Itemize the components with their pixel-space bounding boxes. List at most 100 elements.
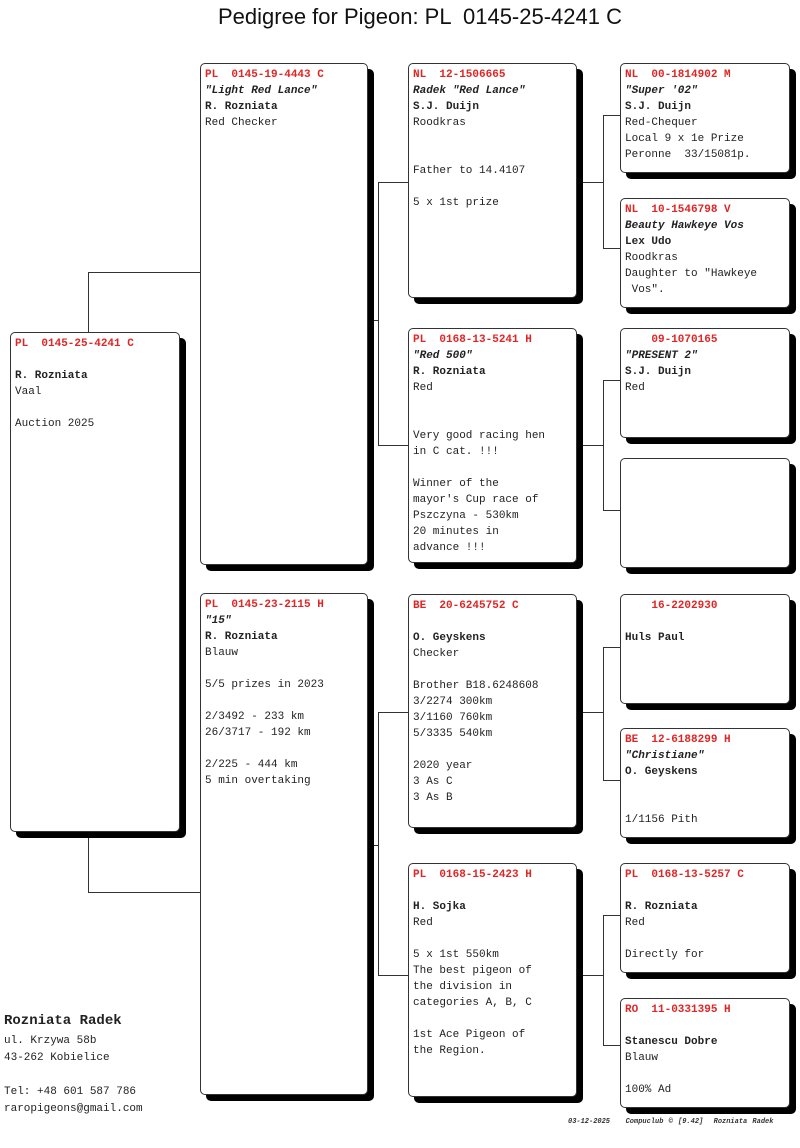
- detail-line: 5 x 1st prize: [413, 197, 499, 209]
- connector-line: [88, 892, 200, 893]
- detail-line: Red Checker: [205, 117, 278, 129]
- detail-line: 26/3717 - 192 km: [205, 727, 311, 739]
- owner-name: S.J. Duijn: [413, 101, 480, 113]
- detail-line: categories A, B, C: [413, 997, 532, 1009]
- pigeon-card-ds-dam[interactable]: BE 12-6188299 H "Christiane" O. Geyskens 1/…: [620, 728, 790, 838]
- pigeon-name: "Christiane": [625, 750, 705, 762]
- detail-line: Vos".: [625, 284, 665, 296]
- detail-line: Brother B18.6248608: [413, 680, 539, 692]
- pigeon-name: Radek "Red Lance": [413, 85, 526, 97]
- owner-name: O. Geyskens: [625, 766, 698, 778]
- pigeon-name: [413, 614, 572, 630]
- pigeon-name: "15": [205, 615, 232, 627]
- detail-line: [625, 931, 785, 947]
- ring-number: PL 0145-23-2115 H: [205, 599, 324, 611]
- owner-name: R. Rozniata: [413, 366, 486, 378]
- connector-line: [580, 445, 603, 446]
- detail-line: [625, 796, 785, 812]
- detail-line: 5/5 prizes in 2023: [205, 679, 324, 691]
- breeder-line: Tel: +48 601 587 786: [4, 1086, 137, 1098]
- detail-line: [625, 1066, 785, 1082]
- detail-line: Checker: [413, 648, 460, 660]
- pigeon-name: "PRESENT 2": [625, 350, 698, 362]
- pigeon-name: [413, 883, 572, 899]
- detail-line: mayor's Cup race of: [413, 494, 539, 506]
- detail-line: Local 9 x 1e Prize: [625, 133, 744, 145]
- pigeon-card-sire[interactable]: PL 0145-19-4443 C"Light Red Lance"R. Roz…: [200, 63, 368, 565]
- detail-line: [15, 400, 175, 416]
- detail-line: 2020 year: [413, 760, 473, 772]
- detail-line: Red: [625, 382, 645, 394]
- connector-line: [603, 647, 604, 780]
- ring-number: PL 0145-25-4241 C: [15, 338, 134, 350]
- detail-line: Winner of the: [413, 478, 499, 490]
- detail-line: Blauw: [205, 647, 239, 659]
- connector-line: [603, 510, 620, 511]
- owner-name: Lex Udo: [625, 236, 672, 248]
- detail-line: [205, 693, 363, 709]
- detail-line: Directly for: [625, 949, 705, 961]
- detail-line: [413, 1011, 572, 1027]
- detail-line: Pszczyna - 530km: [413, 510, 519, 522]
- ring-number: PL 0168-15-2423 H: [413, 869, 532, 881]
- connector-line: [603, 115, 620, 116]
- connector-line: [603, 915, 620, 916]
- ring-number: NL 12-1506665: [413, 69, 506, 81]
- owner-name: R. Rozniata: [15, 370, 88, 382]
- connector-line: [603, 115, 604, 248]
- ring-number: BE 12-6188299 H: [625, 734, 731, 746]
- detail-line: Red-Chequer: [625, 117, 698, 129]
- pigeon-name: [625, 614, 785, 630]
- detail-line: Father to 14.4107: [413, 165, 526, 177]
- breeder-line: 43-262 Kobielice: [4, 1052, 110, 1064]
- owner-name: R. Rozniata: [625, 901, 698, 913]
- detail-line: 5 min overtaking: [205, 775, 311, 787]
- detail-line: Red: [413, 382, 433, 394]
- connector-line: [378, 712, 408, 713]
- pigeon-name: "Super '02": [625, 85, 698, 97]
- owner-name: O. Geyskens: [413, 632, 486, 644]
- detail-line: in C cat. !!!: [413, 446, 499, 458]
- pigeon-name: [625, 478, 785, 494]
- connector-line: [370, 845, 378, 846]
- detail-line: Auction 2025: [15, 418, 95, 430]
- breeder-name: Rozniata Radek: [4, 1013, 122, 1029]
- connector-line: [603, 915, 604, 1045]
- detail-line: advance !!!: [413, 542, 486, 554]
- connector-line: [378, 975, 408, 976]
- ring-number: BE 20-6245752 C: [413, 600, 519, 612]
- detail-line: 3/2274 300km: [413, 696, 493, 708]
- detail-line: [625, 780, 785, 796]
- detail-line: 1/1156 Pith: [625, 814, 698, 826]
- pigeon-name: "Light Red Lance": [205, 85, 318, 97]
- detail-line: 3 As C: [413, 776, 453, 788]
- connector-line: [603, 780, 620, 781]
- detail-line: 3 As B: [413, 792, 453, 804]
- footer: 03-12-2025 Compuclub © [9.42] Rozniata R…: [568, 1118, 774, 1126]
- detail-line: [205, 741, 363, 757]
- detail-line: 2/225 - 444 km: [205, 759, 298, 771]
- connector-line: [370, 320, 378, 321]
- ring-number: NL 10-1546798 V: [625, 204, 731, 216]
- detail-line: [205, 661, 363, 677]
- detail-line: Daughter to "Hawkeye: [625, 268, 758, 280]
- ring-number: PL 0168-13-5241 H: [413, 334, 532, 346]
- detail-line: the division in: [413, 981, 513, 993]
- pigeon-name: Beauty Hawkeye Vos: [625, 220, 744, 232]
- detail-line: Blauw: [625, 1052, 659, 1064]
- pigeon-card-sd-dam[interactable]: [620, 458, 790, 568]
